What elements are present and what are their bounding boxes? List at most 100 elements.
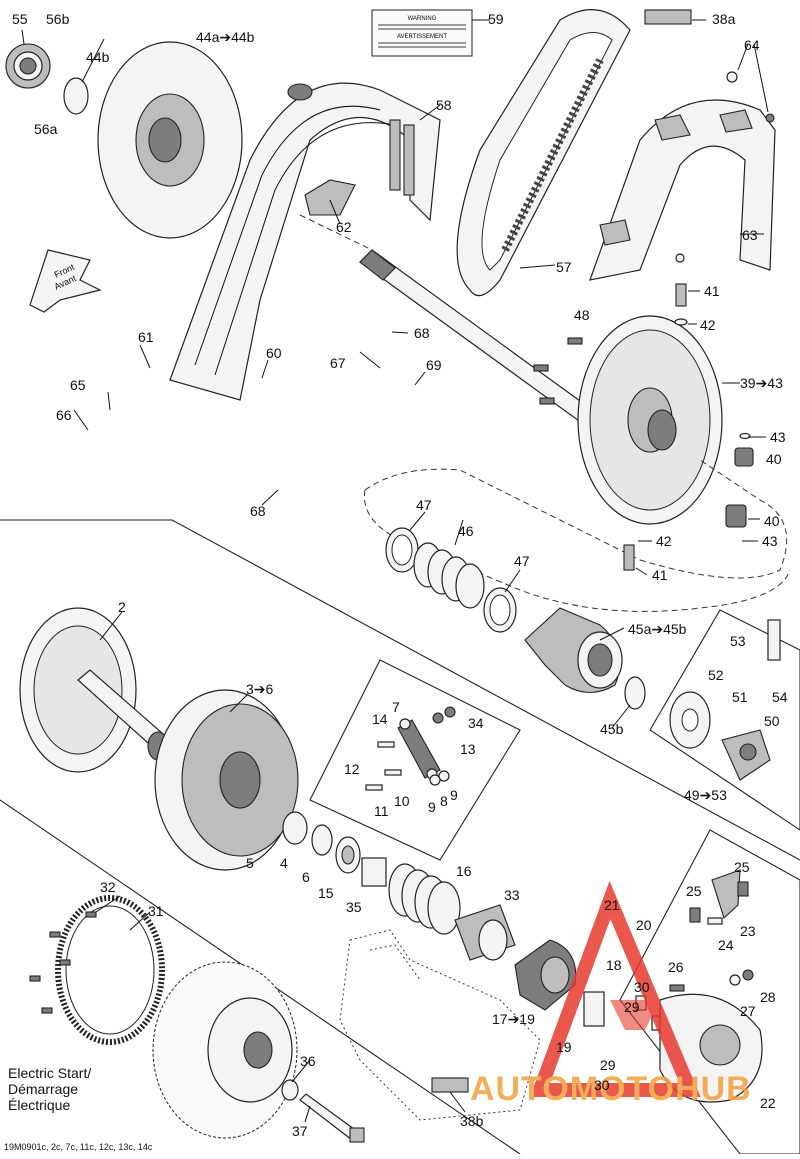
washer-36 bbox=[281, 1079, 299, 1101]
callout-36: 36 bbox=[300, 1053, 316, 1069]
roller-40-lower bbox=[725, 504, 747, 528]
driven-pulley-fixed-half bbox=[97, 41, 243, 239]
circlip-6 bbox=[311, 824, 333, 856]
callout-61: 61 bbox=[138, 329, 154, 345]
callout-51: 51 bbox=[732, 689, 748, 705]
nut-28 bbox=[742, 969, 754, 981]
automotohub-watermark-logo: AUTOMOTOHUB bbox=[470, 880, 751, 1108]
drive-belt-57 bbox=[456, 9, 631, 297]
driven-pulley-moveable-half bbox=[577, 315, 723, 525]
drive-pulley-fixed-half-2 bbox=[19, 607, 171, 773]
callout-25-a: 25 bbox=[734, 859, 750, 875]
callout-66: 66 bbox=[56, 407, 72, 423]
callout-64: 64 bbox=[744, 37, 760, 53]
governor-cup-17 bbox=[514, 939, 577, 1011]
svg-text:Électrique: Électrique bbox=[8, 1097, 70, 1113]
pad-53 bbox=[767, 619, 781, 661]
callout-30-a: 30 bbox=[634, 979, 650, 995]
leader-lines bbox=[21, 19, 769, 1123]
nuts-34 bbox=[432, 706, 456, 724]
callout-15: 15 bbox=[318, 885, 334, 901]
callout-60: 60 bbox=[266, 345, 282, 361]
callout-41-bottom: 41 bbox=[652, 567, 668, 583]
callout-63: 63 bbox=[742, 227, 758, 243]
callout-38b: 38b bbox=[460, 1113, 484, 1129]
circlip-44b bbox=[63, 77, 89, 115]
callout-2: 2 bbox=[118, 599, 126, 615]
callout-47-b: 47 bbox=[514, 553, 530, 569]
svg-text:AVERTISSEMENT: AVERTISSEMENT bbox=[397, 34, 447, 40]
sleeve-35 bbox=[361, 857, 387, 887]
lever-23 bbox=[711, 869, 741, 919]
callout-27: 27 bbox=[740, 1003, 756, 1019]
callout-59: 59 bbox=[488, 11, 504, 27]
subassembly-outline bbox=[364, 459, 788, 579]
callout-26: 26 bbox=[668, 959, 684, 975]
callout-42-top: 42 bbox=[700, 317, 716, 333]
callout-31: 31 bbox=[148, 903, 164, 919]
callout-68-bottom: 68 bbox=[250, 503, 266, 519]
callout-29-a: 29 bbox=[624, 999, 640, 1015]
callout-68-top: 68 bbox=[414, 325, 430, 341]
ring-gear-31 bbox=[55, 895, 165, 1045]
callout-41-top: 41 bbox=[704, 283, 720, 299]
callout-40-top: 40 bbox=[766, 451, 782, 467]
callout-5: 5 bbox=[246, 855, 254, 871]
callout-13: 13 bbox=[460, 741, 476, 757]
pin-11 bbox=[365, 784, 383, 791]
callout-11: 11 bbox=[374, 803, 389, 819]
callout-39-43: 39➔43 bbox=[740, 375, 783, 391]
washer-27 bbox=[729, 974, 741, 986]
engine-mount-dotted bbox=[339, 929, 541, 1121]
warning-label-59: WARNING AVERTISSEMENT bbox=[371, 9, 473, 57]
callout-35: 35 bbox=[346, 899, 362, 915]
drive-pulley-movable-sheave bbox=[154, 689, 299, 871]
callout-43-top: 43 bbox=[770, 429, 786, 445]
callout-7: 7 bbox=[392, 699, 400, 715]
electric-start-note: Electric Start/ Démarrage Électrique bbox=[8, 1065, 91, 1113]
pin-24 bbox=[707, 917, 723, 925]
callout-19: 19 bbox=[556, 1039, 572, 1055]
callout-56a: 56a bbox=[34, 121, 58, 137]
callout-56b: 56b bbox=[46, 11, 70, 27]
spring-46 bbox=[413, 542, 485, 609]
callout-52: 52 bbox=[708, 667, 724, 683]
callout-62: 62 bbox=[336, 219, 352, 235]
bolt-41-lower bbox=[623, 544, 635, 571]
callout-53: 53 bbox=[730, 633, 746, 649]
inset-frame-pulley-cover bbox=[619, 829, 800, 1155]
callout-32: 32 bbox=[100, 879, 116, 895]
callout-3-6: 3➔6 bbox=[246, 681, 274, 697]
cam-arm-7 bbox=[397, 718, 441, 780]
callout-23: 23 bbox=[740, 923, 756, 939]
callout-18: 18 bbox=[606, 957, 622, 973]
callout-40-bottom: 40 bbox=[764, 513, 780, 529]
cam-45a bbox=[524, 607, 623, 694]
callout-42-bottom: 42 bbox=[656, 533, 672, 549]
screws-32 bbox=[29, 911, 97, 1014]
callout-8: 8 bbox=[440, 793, 448, 809]
callout-50: 50 bbox=[764, 713, 780, 729]
section-frame-upper bbox=[0, 519, 800, 861]
inset-frame-cams bbox=[309, 659, 521, 861]
bushing-4 bbox=[282, 811, 308, 845]
callout-29-b: 29 bbox=[600, 1057, 616, 1073]
callout-17-19: 17➔19 bbox=[492, 1011, 535, 1027]
bolts-25 bbox=[689, 881, 749, 923]
svg-text:Electric Start/: Electric Start/ bbox=[8, 1065, 91, 1081]
callout-25-b: 25 bbox=[686, 883, 702, 899]
callout-24: 24 bbox=[718, 937, 734, 953]
drive-pulley-electric-start bbox=[152, 961, 298, 1139]
callout-9-a: 9 bbox=[428, 799, 436, 815]
svg-text:Démarrage: Démarrage bbox=[8, 1081, 78, 1097]
roller-40-top bbox=[734, 432, 754, 467]
label-38b bbox=[431, 1077, 469, 1093]
callout-47-a: 47 bbox=[416, 497, 432, 513]
screw-26 bbox=[669, 984, 685, 992]
bolt-41-top bbox=[674, 283, 688, 326]
axis-line-shaft bbox=[299, 214, 373, 251]
callout-labels: 55 56b 56a 44b 44a➔44b 59 38a 64 58 62 5… bbox=[12, 11, 788, 1139]
figure-code: 19M0901c, 2c, 7c, 11c, 12c, 13c, 14c bbox=[4, 1142, 153, 1152]
bolt-37 bbox=[299, 1093, 365, 1143]
callout-4: 4 bbox=[280, 855, 288, 871]
